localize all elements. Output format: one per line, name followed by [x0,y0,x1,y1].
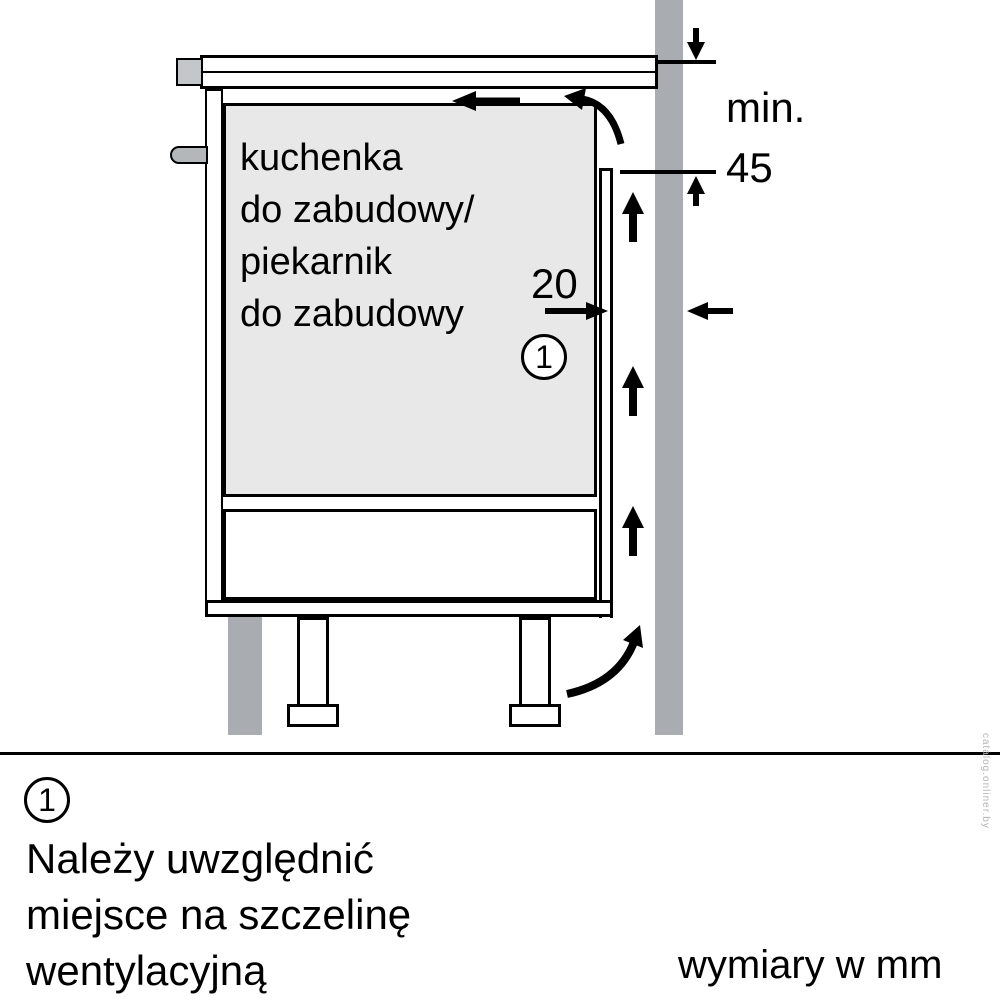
legend-callout-badge: 1 [24,777,70,823]
base-frame [205,600,613,617]
legend-callout-number: 1 [38,781,56,818]
units-note: wymiary w mm [678,943,943,987]
oven-compartment: kuchenka do zabudowy/ piekarnik do zabud… [223,103,597,497]
vent-note: Należy uwzględnić miejsce na szczelinę w… [26,831,586,999]
wall [655,0,683,735]
section-divider [0,752,1000,755]
drawer [223,509,597,600]
airflow-up-arrow-3 [622,506,644,556]
vent-note-line-2: miejsce na szczelinę [26,891,412,938]
front-leg-left-foot [287,704,339,727]
front-leg-left-stem [297,617,329,707]
gap-dimension-value: 20 [531,260,578,307]
min-distance-value: 45 [726,144,773,191]
airflow-up-arrow-1 [622,192,644,242]
gap-dimension-arrow-left [687,302,733,320]
front-leg-right-stem [519,617,551,707]
min-distance-word: min. [726,84,806,131]
callout-1-number: 1 [535,338,553,375]
min45-arrow-down [687,28,705,60]
rear-vent-panel [599,168,613,618]
watermark-text: catalog.onliner.by [980,733,991,829]
intake-arrow-curved [566,625,643,698]
front-leg-right-foot [509,704,561,727]
oven-label-line-1: kuchenka [240,137,403,179]
worktop-end-cap [176,58,203,86]
airflow-up-arrow-2 [622,366,644,416]
cabinet-left-panel [205,89,223,615]
oven-handle [170,146,208,164]
min-distance-label: min. 45 [726,78,805,198]
worktop [200,55,658,89]
legend-area: 1 Należy uwzględnić miejsce na szczelinę… [0,755,1000,1000]
diagram-area: kuchenka do zabudowy/ piekarnik do zabud… [170,0,805,735]
oven-label-line-3: piekarnik [240,241,393,283]
oven-label-line-4: do zabudowy [240,293,464,335]
oven-label: kuchenka do zabudowy/ piekarnik do zabud… [240,132,580,340]
callout-1-badge: 1 [521,334,567,380]
min45-arrow-up [687,176,705,206]
rear-plinth [228,617,262,735]
vent-note-line-3: wentylacyjną [26,947,267,994]
vent-note-line-1: Należy uwzględnić [26,835,374,882]
oven-label-line-2: do zabudowy/ [240,189,475,231]
worktop-midline [203,71,655,73]
